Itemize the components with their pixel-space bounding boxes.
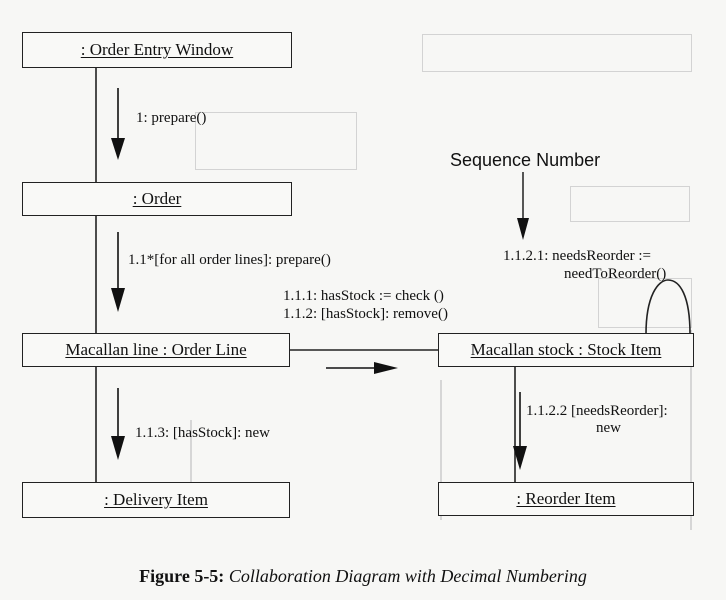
figure-caption: Figure 5-5: Collaboration Diagram with D… [0, 566, 726, 587]
message-has-stock-check: 1.1.1: hasStock := check () [283, 288, 444, 304]
object-order-entry-window: : Order Entry Window [22, 32, 292, 68]
object-stock-item: Macallan stock : Stock Item [438, 333, 694, 367]
message-new-delivery: 1.1.3: [hasStock]: new [135, 425, 270, 441]
message-needs-reorder-line2: needToReorder() [564, 266, 667, 282]
arrow-prepare [111, 88, 125, 160]
object-order: : Order [22, 182, 292, 216]
arrow-stock-messages [326, 362, 398, 374]
sequence-number-annotation: Sequence Number [450, 150, 601, 170]
arrow-prepare-all-lines [111, 232, 125, 312]
message-prepare-all-lines: 1.1*[for all order lines]: prepare() [128, 252, 331, 268]
message-new-reorder-line1: 1.1.2.2 [needsReorder]: [526, 403, 668, 419]
figure-label: Figure 5-5: [139, 566, 225, 586]
object-order-line: Macallan line : Order Line [22, 333, 290, 367]
arrow-new-reorder [513, 392, 527, 470]
figure-title: Collaboration Diagram with Decimal Numbe… [228, 566, 587, 586]
message-remove: 1.1.2: [hasStock]: remove() [283, 306, 448, 322]
object-delivery-item: : Delivery Item [22, 482, 290, 518]
message-needs-reorder-line1: 1.1.2.1: needsReorder := [503, 248, 652, 264]
arrow-sequence-number-pointer [517, 172, 529, 240]
self-link-stock-item [645, 279, 691, 335]
message-prepare: 1: prepare() [136, 110, 207, 126]
object-reorder-item: : Reorder Item [438, 482, 694, 516]
arrow-new-delivery [111, 388, 125, 460]
message-new-reorder-line2: new [596, 420, 621, 436]
